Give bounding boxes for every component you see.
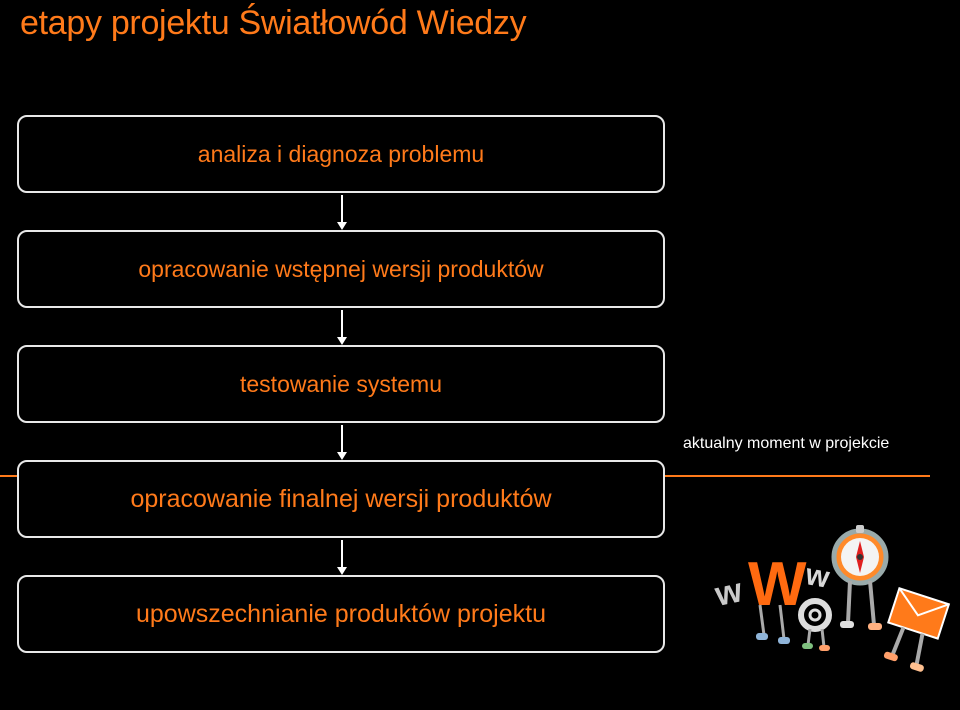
step-label: analiza i diagnoza problemu — [198, 141, 484, 168]
page-title: etapy projektu Światłowód Wiedzy — [20, 0, 526, 46]
current-moment-label: aktualny moment w projekcie — [683, 435, 889, 453]
step-label: testowanie systemu — [240, 371, 442, 398]
step-dissemination: upowszechnianie produktów projektu — [17, 575, 665, 653]
svg-text:W: W — [748, 550, 807, 619]
step-label: opracowanie finalnej wersji produktów — [130, 485, 551, 514]
svg-text:w: w — [712, 571, 746, 614]
at-sign-icon — [801, 601, 830, 651]
step-final-version: opracowanie finalnej wersji produktów — [17, 460, 665, 538]
arrow-connector — [340, 310, 344, 345]
arrow-connector — [340, 425, 344, 460]
step-testing: testowanie systemu — [17, 345, 665, 423]
step-analysis: analiza i diagnoza problemu — [17, 115, 665, 193]
step-label: upowszechnianie produktów projektu — [136, 600, 546, 629]
compass-icon — [834, 525, 886, 630]
internet-characters-illustration: w W w — [712, 515, 960, 705]
svg-text:w: w — [802, 558, 832, 595]
step-initial-version: opracowanie wstępnej wersji produktów — [17, 230, 665, 308]
arrow-connector — [340, 195, 344, 230]
arrow-connector — [340, 540, 344, 575]
envelope-icon — [877, 588, 949, 673]
step-label: opracowanie wstępnej wersji produktów — [138, 256, 543, 283]
